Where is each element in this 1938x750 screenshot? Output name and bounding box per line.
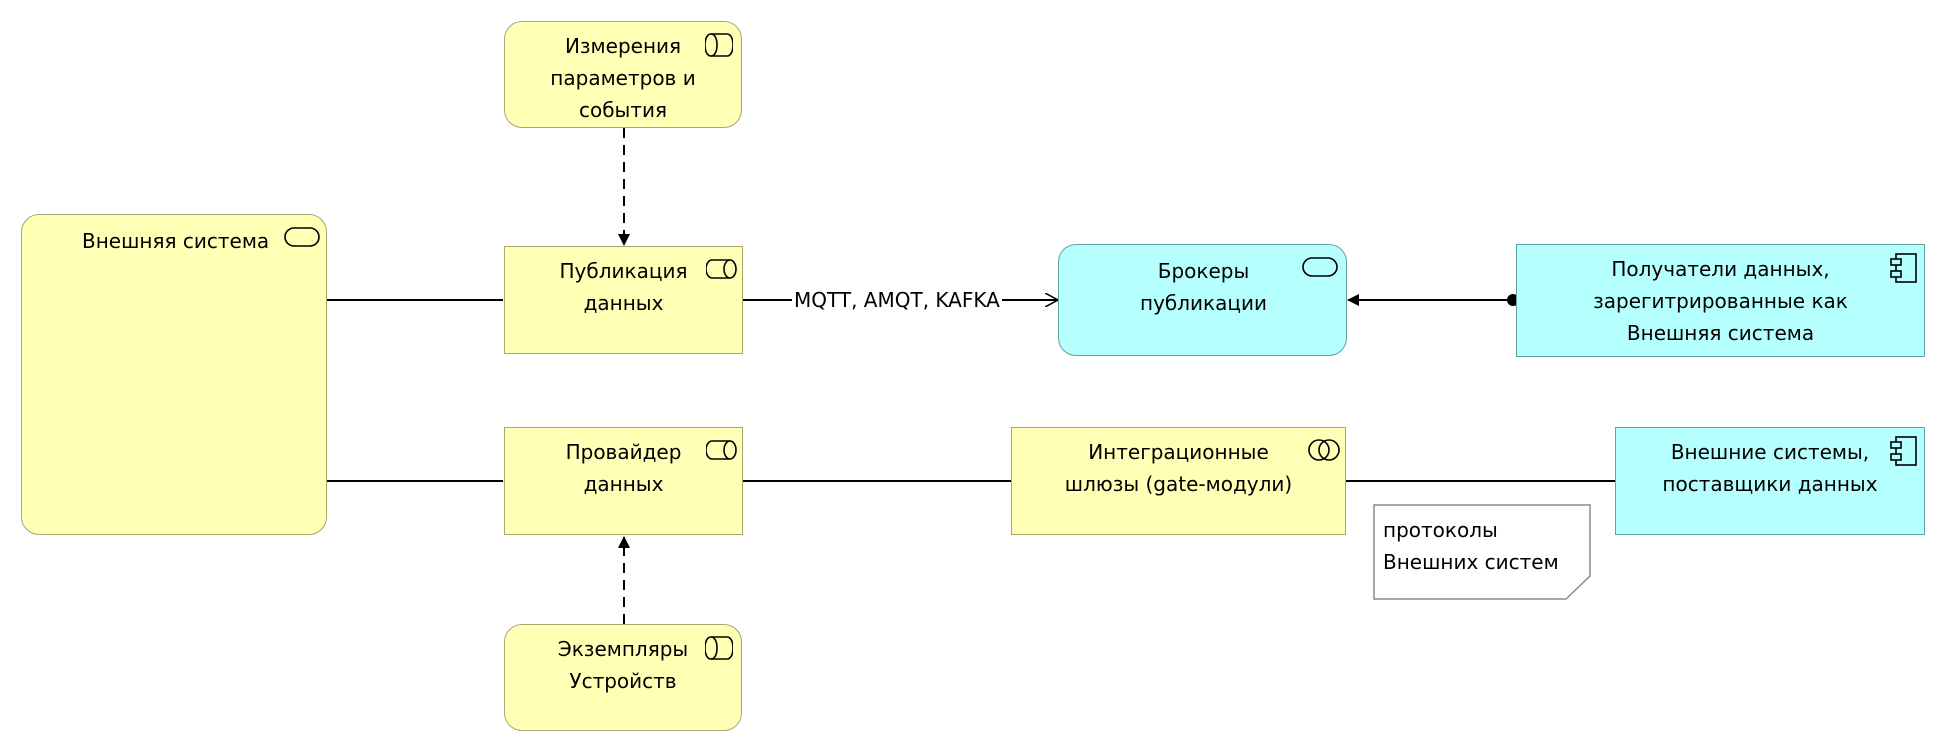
note-protocols-text: протоколы Внешних систем — [1383, 518, 1559, 574]
node-device-instances-label: Экземпляры Устройств — [557, 637, 689, 693]
node-external-system-label: Внешняя система — [82, 229, 270, 253]
node-measurements[interactable]: Измерения параметров и события — [504, 21, 742, 128]
node-receivers-label: Получатели данных, зарегитрированные как… — [1593, 257, 1848, 345]
node-gateways-label: Интеграционные шлюзы (gate-модули) — [1064, 440, 1293, 496]
node-suppliers-label: Внешние системы, поставщики данных — [1662, 440, 1878, 496]
application-component-icon — [1890, 253, 1917, 283]
note-shape — [1373, 504, 1591, 600]
application-component-icon — [1890, 436, 1917, 466]
business-event-icon — [705, 636, 733, 660]
node-gateways[interactable]: Интеграционные шлюзы (gate-модули) — [1011, 427, 1346, 535]
node-brokers-label: Брокеры публикации — [1140, 259, 1267, 315]
node-publication[interactable]: Публикация данных — [504, 246, 743, 354]
node-receivers[interactable]: Получатели данных, зарегитрированные как… — [1516, 244, 1925, 357]
application-interface-icon — [706, 259, 737, 279]
node-publication-label: Публикация данных — [559, 259, 688, 315]
node-device-instances[interactable]: Экземпляры Устройств — [504, 624, 742, 731]
node-provider[interactable]: Провайдер данных — [504, 427, 743, 535]
note-protocols[interactable]: протоколы Внешних систем — [1373, 504, 1591, 600]
edge-label-protocols: MQTT, AMQT, KAFKA — [792, 287, 1002, 313]
business-event-icon — [705, 33, 733, 57]
node-external-system[interactable]: Внешняя система — [21, 214, 327, 535]
collaboration-icon — [1308, 439, 1340, 461]
node-suppliers[interactable]: Внешние системы, поставщики данных — [1615, 427, 1925, 535]
node-measurements-label: Измерения параметров и события — [550, 34, 696, 122]
node-provider-label: Провайдер данных — [565, 440, 682, 496]
application-service-icon — [284, 227, 320, 247]
node-brokers[interactable]: Брокеры публикации — [1058, 244, 1347, 356]
service-icon — [1302, 257, 1338, 277]
application-interface-icon — [706, 440, 737, 460]
